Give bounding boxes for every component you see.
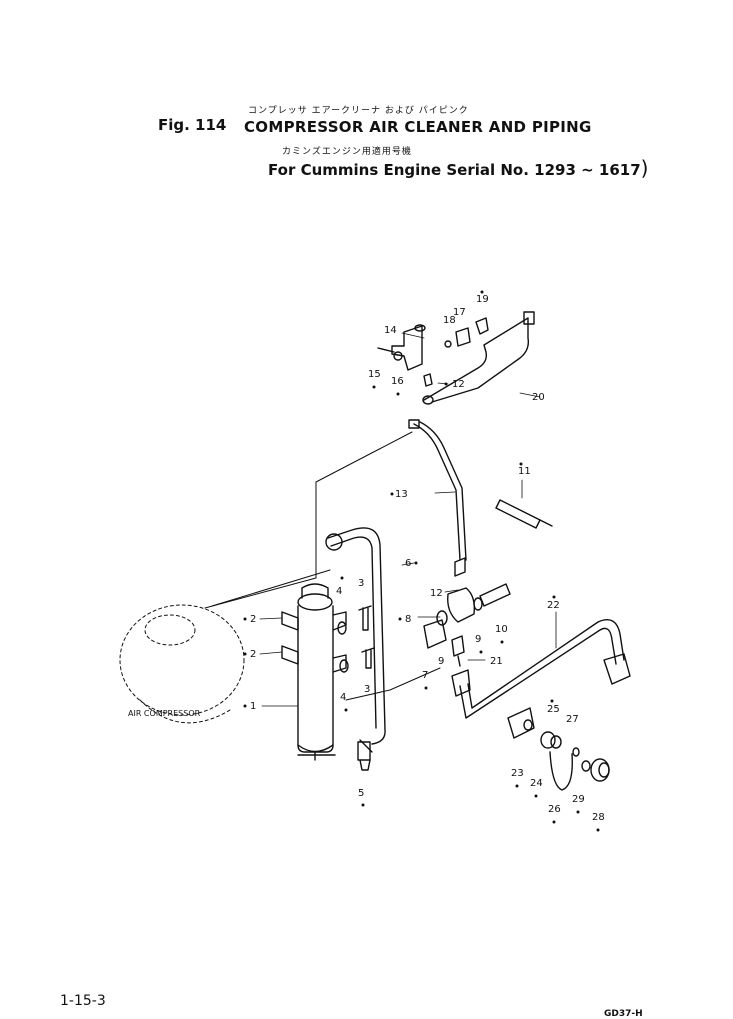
callout-22: 22 xyxy=(547,600,560,611)
pipe-22 xyxy=(451,619,631,719)
pipe-20 xyxy=(422,311,535,405)
callout-4b: 4 xyxy=(340,692,346,703)
japanese-title: コンプレッサ エアークリーナ および パイピンク xyxy=(248,106,469,116)
pipe-13 xyxy=(408,419,467,561)
drawing-code: GD37-H xyxy=(604,1009,643,1019)
callout-2b: 2 xyxy=(250,649,256,660)
callout-20: 20 xyxy=(532,392,545,403)
page-subtitle: For Cummins Engine Serial No. 1293 ~ 161… xyxy=(268,156,648,180)
callout-9b: 9 xyxy=(438,656,444,667)
callout-19: 19 xyxy=(476,294,489,305)
callout-23: 23 xyxy=(511,768,524,779)
callout-6: 6 xyxy=(405,558,411,569)
callout-2a: 2 xyxy=(250,614,256,625)
subtitle-paren: ) xyxy=(640,156,649,180)
callout-17: 17 xyxy=(453,307,466,318)
callout-25: 25 xyxy=(547,704,560,715)
figure-label: Fig. 114 xyxy=(158,116,227,134)
air-compressor-label: AIR COMPRESSOR xyxy=(128,709,201,718)
intake-hose xyxy=(325,527,386,771)
callout-5: 5 xyxy=(358,788,364,799)
callout-16: 16 xyxy=(391,376,404,387)
page-reference: 1-15-3 xyxy=(60,993,106,1009)
callout-12a: 12 xyxy=(452,379,465,390)
callout-8: 8 xyxy=(405,614,411,625)
callouts: 1 2 2 3 3 4 4 5 6 7 8 9 9 10 11 12 12 13… xyxy=(250,294,605,823)
callout-14: 14 xyxy=(384,325,397,336)
air-compressor xyxy=(119,604,245,724)
callout-11: 11 xyxy=(518,466,531,477)
callout-4a: 4 xyxy=(336,586,342,597)
leader-lines xyxy=(259,332,557,707)
callout-27: 27 xyxy=(566,714,579,725)
callout-7: 7 xyxy=(422,670,428,681)
bolts-3 xyxy=(358,605,375,669)
callout-15: 15 xyxy=(368,369,381,380)
callout-1: 1 xyxy=(250,701,256,712)
subtitle-text: For Cummins Engine Serial No. 1293 ~ 161… xyxy=(268,161,641,179)
callout-29: 29 xyxy=(572,794,585,805)
upper-fitting-assembly xyxy=(377,317,489,387)
page-title: COMPRESSOR AIR CLEANER AND PIPING xyxy=(244,118,592,136)
washers-4 xyxy=(337,621,349,673)
callout-12b: 12 xyxy=(430,588,443,599)
japanese-subtitle: カミンズエンジン用適用号機 xyxy=(282,147,412,157)
indicator-assembly xyxy=(507,707,610,791)
part-11 xyxy=(495,499,553,529)
callout-10: 10 xyxy=(495,624,508,635)
callout-3a: 3 xyxy=(358,578,364,589)
callout-13: 13 xyxy=(395,489,408,500)
middle-fittings xyxy=(423,557,511,667)
callout-24: 24 xyxy=(530,778,543,789)
callout-9a: 9 xyxy=(475,634,481,645)
callout-28: 28 xyxy=(592,812,605,823)
callout-21: 21 xyxy=(490,656,503,667)
connecting-lines xyxy=(204,431,441,701)
callout-18: 18 xyxy=(443,315,456,326)
callout-3b: 3 xyxy=(364,684,370,695)
callout-26: 26 xyxy=(548,804,561,815)
callout-dots xyxy=(243,290,600,832)
air-cleaner-tank xyxy=(281,583,347,761)
